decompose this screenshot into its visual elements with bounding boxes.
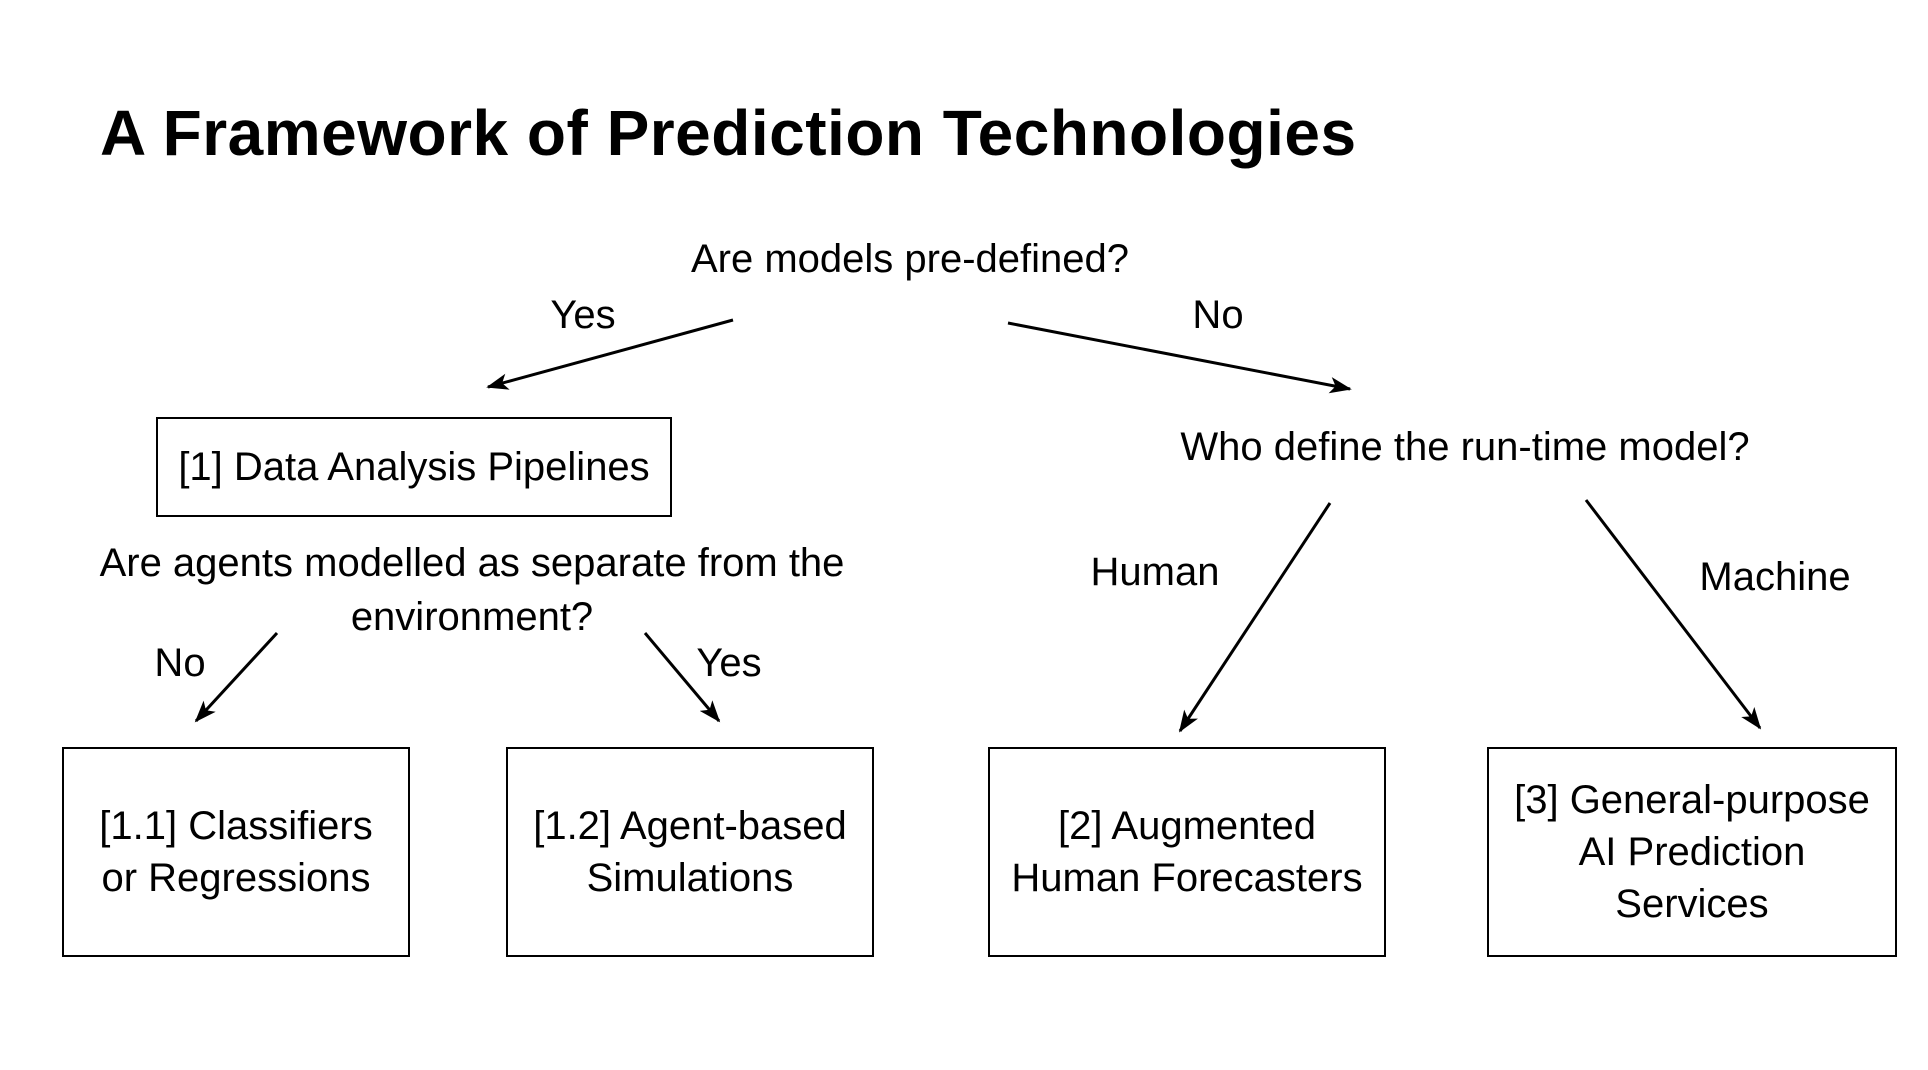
agents-question: Are agents modelled as separate from the… [100, 536, 845, 644]
diagram-title: A Framework of Prediction Technologies [100, 97, 1357, 169]
node-label-line: [1] Data Analysis Pipelines [178, 445, 650, 489]
branch-label-root-yes: Yes [550, 293, 616, 337]
agents-question-line-2: environment? [350, 595, 594, 639]
node-data-analysis-pipelines: [1] Data Analysis Pipelines [156, 417, 672, 517]
branch-label-agents-yes: Yes [696, 641, 762, 685]
node-label-line: [1.2] Agent-based [533, 804, 847, 848]
branch-label-machine: Machine [1699, 555, 1851, 599]
node-augmented-human-forecasters: [2] Augmented Human Forecasters [988, 747, 1386, 957]
arrow-root-no-to-runtime-question [1007, 321, 1352, 394]
arrow-agents-no-to-classifiers [194, 631, 279, 723]
node-label-line: Services [1615, 882, 1769, 926]
node-label-line: Human Forecasters [1011, 856, 1363, 900]
arrow-machine-to-ai-services [1584, 499, 1762, 730]
node-label-line: Simulations [586, 856, 794, 900]
node-classifiers-or-regressions: [1.1] Classifiers or Regressions [62, 747, 410, 957]
runtime-question: Who define the run-time model? [1180, 425, 1750, 469]
node-label-line: [2] Augmented [1058, 804, 1316, 848]
root-question: Are models pre-defined? [690, 237, 1130, 281]
node-label-line: [3] General-purpose [1514, 778, 1870, 822]
node-label-line: or Regressions [101, 856, 371, 900]
arrow-human-to-forecasters [1178, 502, 1332, 733]
node-agent-based-simulations: [1.2] Agent-based Simulations [506, 747, 874, 957]
node-general-purpose-ai-services: [3] General-purpose AI Prediction Servic… [1487, 747, 1897, 957]
node-label-line: [1.1] Classifiers [99, 804, 373, 848]
agents-question-line-1: Are agents modelled as separate from the [99, 541, 845, 585]
branch-label-human: Human [1090, 550, 1220, 594]
node-label-line: AI Prediction [1578, 830, 1806, 874]
branch-label-root-no: No [1192, 293, 1244, 337]
branch-label-agents-no: No [154, 641, 206, 685]
